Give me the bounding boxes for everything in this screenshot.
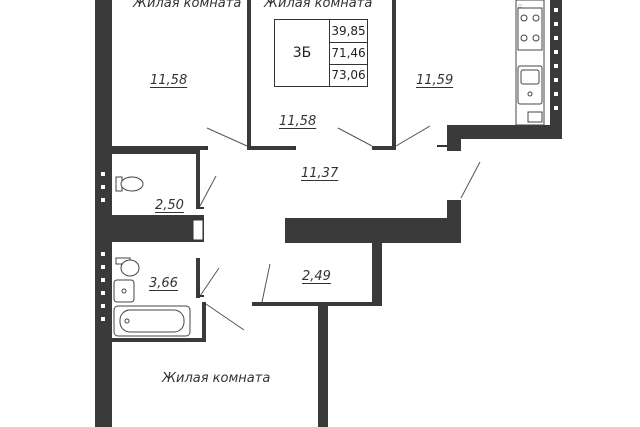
wall-mid-room-bottom-b	[372, 146, 396, 150]
window-mark	[554, 64, 558, 68]
window-marks	[101, 8, 558, 321]
wall-living-partition	[247, 0, 251, 148]
window-mark	[101, 252, 105, 256]
window-mark	[554, 8, 558, 12]
wall-bath-right-low	[202, 302, 206, 342]
wall-core-right	[447, 200, 461, 243]
kitchen-sink-icon	[517, 65, 543, 105]
area-total: 71,46	[330, 42, 367, 65]
wall-bath-right	[196, 258, 200, 298]
area-living: 39,85	[330, 20, 367, 43]
room-area-living-top-mid: 11,58	[279, 114, 317, 129]
door-swing	[205, 303, 245, 331]
window-mark	[101, 198, 105, 202]
room-area-wc: 2,50	[155, 198, 184, 213]
room-label-living-top-mid: Жилая комната	[264, 0, 373, 11]
fixtures	[113, 0, 545, 337]
window-mark	[554, 92, 558, 96]
stove-icon	[517, 7, 543, 51]
door-swing	[395, 125, 431, 147]
window-mark	[101, 291, 105, 295]
window-mark	[101, 185, 105, 189]
door-swings	[199, 125, 481, 331]
window-mark	[554, 78, 558, 82]
room-area-living-top-left: 11,58	[150, 73, 188, 88]
bathtub-icon	[113, 305, 191, 337]
room-label-living-bottom: Жилая комната	[162, 371, 271, 386]
door-swing	[337, 127, 373, 147]
wall-core-column	[372, 243, 382, 306]
window-mark	[101, 172, 105, 176]
wall-mid-right	[392, 0, 396, 148]
wall-bath-bottom	[112, 338, 206, 342]
wall-left-room-bottom	[112, 146, 207, 150]
wall-core-bottom	[252, 302, 382, 306]
wall-left-exterior	[95, 0, 112, 427]
toilet-icon	[115, 257, 140, 277]
area-total-with-balcony: 73,06	[331, 68, 366, 82]
wall-right-top	[550, 0, 562, 125]
door-frames	[196, 145, 447, 297]
window-mark	[554, 22, 558, 26]
walls	[95, 0, 562, 427]
wall-core-left-stub	[285, 218, 291, 242]
wall-core-top	[285, 218, 447, 243]
door-swing	[199, 175, 217, 207]
room-label-living-top-left: Жилая комната	[133, 0, 242, 11]
sink-icon	[113, 279, 135, 303]
wall-wc-bottom	[112, 215, 204, 242]
apartment-info-box: 3Б 39,85 71,46 73,06	[274, 19, 368, 87]
wall-core-lower-column	[318, 306, 328, 427]
door-swing	[460, 161, 481, 199]
door-swing	[261, 263, 271, 303]
wall-mid-room-bottom-a	[247, 146, 295, 150]
room-area-kitchen: 11,59	[416, 73, 454, 88]
window-mark	[101, 265, 105, 269]
window-mark	[101, 278, 105, 282]
radiator-icon	[527, 111, 543, 123]
wall-wc-top	[112, 150, 200, 154]
window-mark	[101, 317, 105, 321]
window-mark	[554, 50, 558, 54]
toilet-icon	[115, 176, 144, 192]
wall-kitchen-bottom	[447, 125, 562, 139]
window-mark	[554, 36, 558, 40]
apartment-code: 3Б	[275, 20, 330, 86]
room-area-bathroom: 3,66	[149, 276, 178, 291]
wall-wc-right	[196, 150, 200, 208]
door-swing	[199, 267, 220, 297]
room-area-hall: 11,37	[301, 166, 339, 181]
wc-door-gap	[192, 219, 204, 241]
room-area-storage: 2,49	[302, 269, 331, 284]
window-mark	[101, 304, 105, 308]
window-mark	[554, 106, 558, 110]
wall-kitchen-left-stub	[447, 125, 461, 151]
door-swing	[206, 127, 248, 147]
